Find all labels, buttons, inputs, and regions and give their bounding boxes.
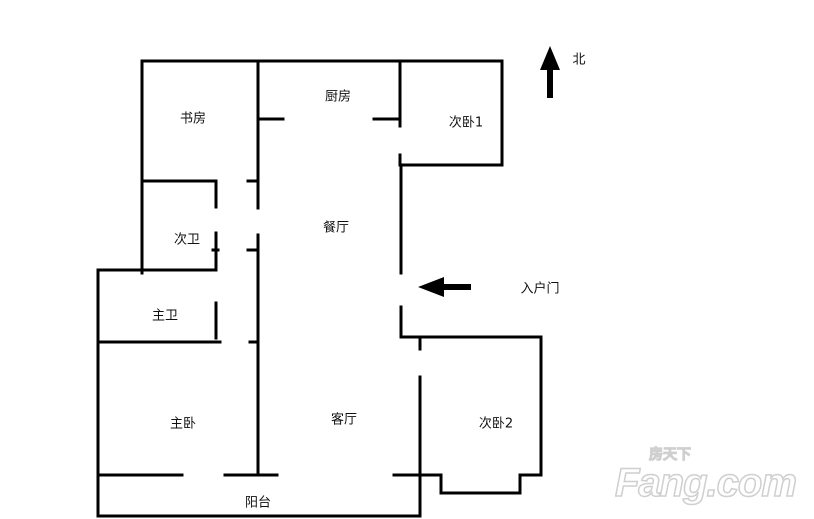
wall-east-lower xyxy=(399,305,543,495)
room-label-balcony: 阳台 xyxy=(244,495,272,511)
wall-guestbath-right xyxy=(211,231,260,272)
wall-study-bottom xyxy=(140,179,218,209)
room-label-study: 书房 xyxy=(179,111,207,127)
room-label-living: 客厅 xyxy=(330,412,358,428)
room-label-dining: 餐厅 xyxy=(322,220,350,236)
watermark-brand: Fang.com xyxy=(614,461,797,505)
room-label-bedroom2-2: 次卧2 xyxy=(478,416,514,432)
room-label-master-bath: 主卫 xyxy=(151,308,179,324)
watermark-brand-cn: 房天下 xyxy=(649,446,692,463)
entrance-label: 入户门 xyxy=(520,281,560,297)
room-label-kitchen: 厨房 xyxy=(324,89,352,105)
room-label-master-bedroom: 主卧 xyxy=(169,416,197,432)
north-label: 北 xyxy=(572,52,586,68)
wall-west xyxy=(96,268,422,518)
room-label-bedroom2-1: 次卧1 xyxy=(448,115,484,131)
room-label-guest-bath: 次卫 xyxy=(173,232,201,248)
wall-top xyxy=(140,59,504,167)
fang-watermark-logo: 房天下 Fang.com xyxy=(614,446,797,505)
wall-masterbath xyxy=(96,268,260,344)
entrance-arrow-icon xyxy=(418,277,471,297)
north-arrow-icon xyxy=(540,46,560,98)
